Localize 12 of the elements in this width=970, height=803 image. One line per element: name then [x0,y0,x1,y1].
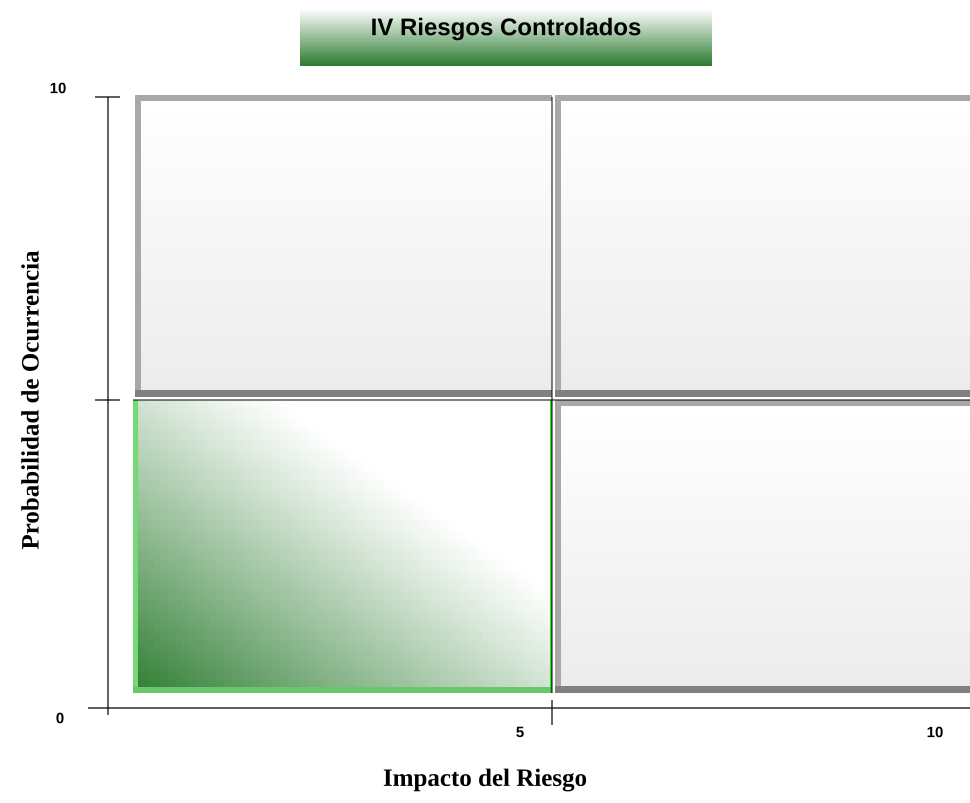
risk-quadrant [555,95,970,397]
title-box: IV Riesgos Controlados [300,8,712,66]
tick-label: 0 [56,712,64,724]
risk-quadrant [135,95,552,397]
axis-title: Impacto del Riesgo [384,768,586,792]
risk-quadrant [133,400,552,693]
tick-label: 10 [928,726,943,738]
risk-quadrant [555,400,970,693]
tick-label: 5 [516,726,524,738]
tick-label: 10 [50,82,66,94]
axis-title: Probabilidad de Ocurrencia [21,250,39,550]
node-label: IV Riesgos Controlados [372,18,640,40]
